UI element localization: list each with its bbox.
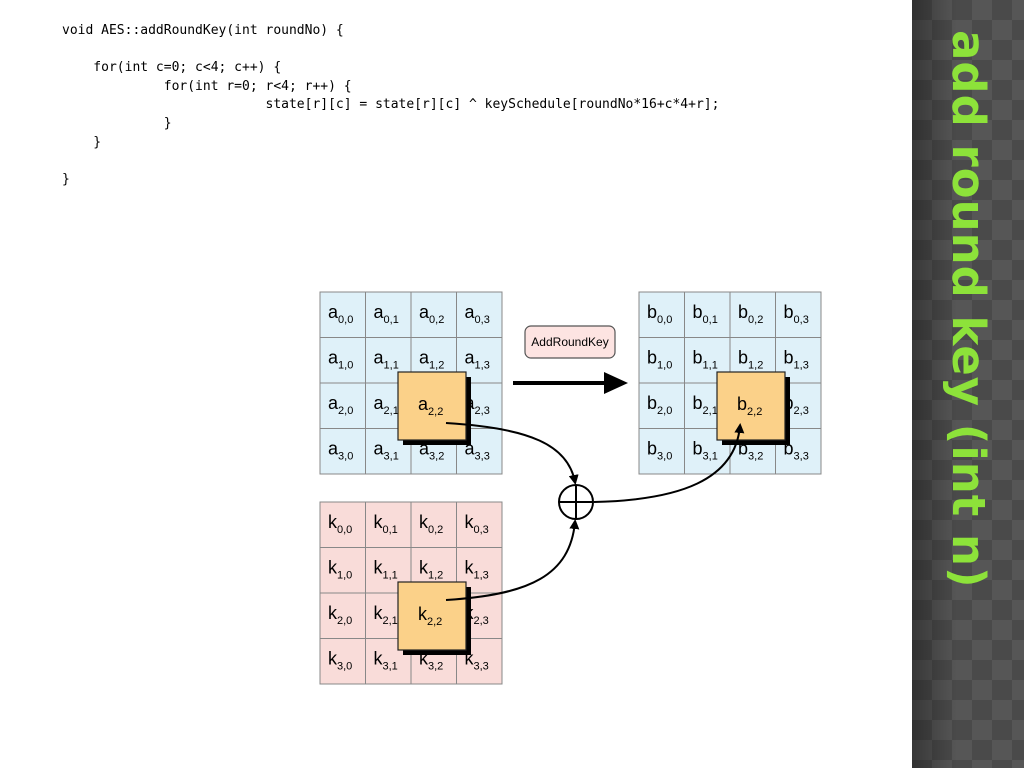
matrix-cell: a3,0: [319, 428, 366, 475]
curve-a-to-xor: [445, 422, 579, 485]
highlighted-cell: k2,2: [397, 581, 471, 655]
matrix-cell: k0,3: [456, 501, 503, 548]
matrix-cell: b0,0: [638, 291, 685, 338]
matrix-cell: b3,1: [684, 428, 731, 475]
matrix-cell: b0,1: [684, 291, 731, 338]
matrix-cell: a0,1: [365, 291, 412, 338]
matrix-cell: a2,0: [319, 382, 366, 429]
xor-icon: [558, 484, 594, 520]
matrix-cell: k0,0: [319, 501, 366, 548]
matrix-cell: a0,0: [319, 291, 366, 338]
slide-title: add round key (int n): [942, 30, 995, 589]
matrix-cell: k1,0: [319, 547, 366, 594]
matrix-cell: a0,3: [456, 291, 503, 338]
operation-label: AddRoundKey: [531, 335, 608, 349]
matrix-cell: b0,3: [775, 291, 822, 338]
matrix-cell: k0,2: [410, 501, 457, 548]
transform-arrow: [513, 372, 628, 394]
title-container: add round key (int n): [922, 30, 1014, 590]
matrix-cell: b3,3: [775, 428, 822, 475]
matrix-cell: k1,3: [456, 547, 503, 594]
matrix-cell: b0,2: [729, 291, 776, 338]
add-round-key-label-box: AddRoundKey: [524, 325, 616, 359]
matrix-cell: a1,3: [456, 337, 503, 384]
matrix-cell: b3,0: [638, 428, 685, 475]
matrix-cell: a1,0: [319, 337, 366, 384]
matrix-cell: b2,0: [638, 382, 685, 429]
highlighted-cell: b2,2: [716, 371, 790, 445]
matrix-cell: a0,2: [410, 291, 457, 338]
code-listing: void AES::addRoundKey(int roundNo) { for…: [62, 23, 720, 187]
curve-xor-to-b: [593, 423, 745, 503]
matrix-cell: b1,1: [684, 337, 731, 384]
curve-k-to-xor: [445, 519, 580, 601]
matrix-cell: k3,1: [365, 638, 412, 685]
matrix-cell: k2,1: [365, 592, 412, 639]
matrix-cell: k3,0: [319, 638, 366, 685]
decorative-sidebar: [912, 0, 1024, 768]
matrix-cell: b1,0: [638, 337, 685, 384]
matrix-cell: k2,0: [319, 592, 366, 639]
matrix-cell: k1,1: [365, 547, 412, 594]
matrix-cell: k0,1: [365, 501, 412, 548]
highlighted-cell: a2,2: [397, 371, 471, 445]
